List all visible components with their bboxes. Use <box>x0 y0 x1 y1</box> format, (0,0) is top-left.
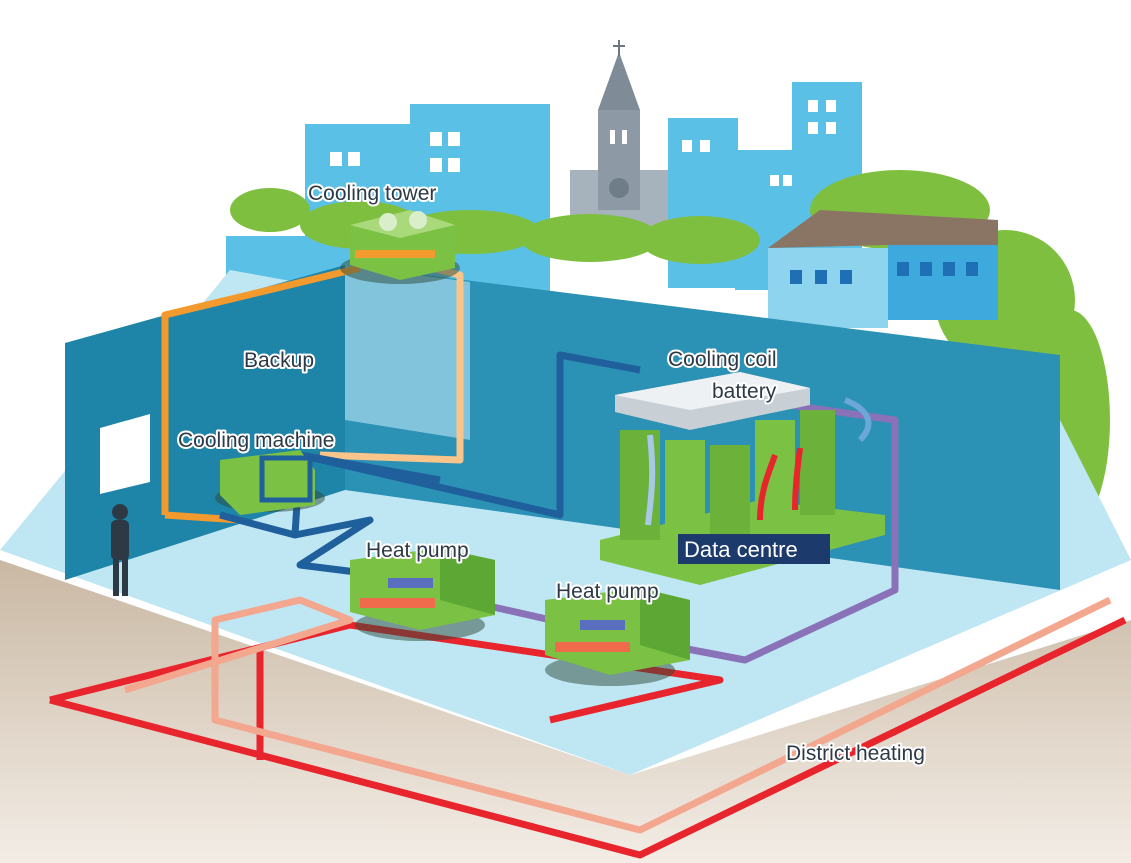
district-heating-pipes <box>49 596 1127 859</box>
church <box>570 40 668 230</box>
cooling-tower-label: Cooling tower <box>308 182 436 205</box>
house <box>768 210 998 328</box>
heat-pump-label-2: Heat pump <box>556 580 659 603</box>
heat-pump-unit-1 <box>350 548 495 641</box>
heat-pump-unit-2 <box>545 588 690 686</box>
cooling-tower-unit <box>340 210 460 284</box>
cooling-coil-label-line2: battery <box>712 380 777 403</box>
left-window <box>100 414 150 494</box>
cooling-coil-battery-unit <box>615 372 872 443</box>
cooling-machine-unit <box>215 450 325 515</box>
person-silhouette <box>111 504 129 596</box>
ground-soil <box>0 560 1131 863</box>
district-heating-label: District heating <box>786 742 925 765</box>
data-centre-badge <box>678 534 830 564</box>
cooling-machine-label: Cooling machine <box>178 429 334 452</box>
window-opening <box>345 265 470 440</box>
cooling-loop <box>219 351 641 579</box>
heat-pump-label-1: Heat pump <box>366 539 469 562</box>
data-centre-label: Data centre <box>684 537 798 562</box>
cooling-coil-label-line1: Cooling coil <box>668 348 777 371</box>
backup-label: Backup <box>244 349 314 372</box>
